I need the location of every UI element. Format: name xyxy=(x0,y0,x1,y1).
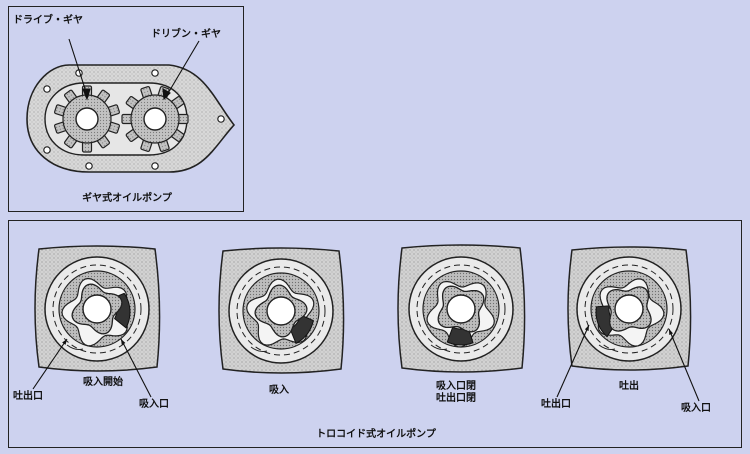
drive-gear xyxy=(54,85,120,153)
rotation-arrow xyxy=(598,344,616,350)
trochoid-pump-caption: トロコイド式オイルポンプ xyxy=(316,429,436,440)
drive-gear-label: ドライブ・ギヤ xyxy=(13,15,83,26)
shaft xyxy=(82,294,112,324)
trochoid-pump-diagram xyxy=(32,244,700,402)
shaft xyxy=(614,294,644,324)
stage-1-label: 吸入開始 xyxy=(83,377,123,388)
trochoid-pump-stage-3 xyxy=(397,244,526,373)
trochoid-pump-stage-1 xyxy=(34,245,161,372)
stage-1-discharge-arrow xyxy=(32,338,68,390)
trochoid-pump-panel: 吸入開始 吐出口 吸入口 吸入 吸入口閉 吐出口閉 吐出 吐出口 吸入口 トロコ… xyxy=(8,220,742,448)
port-outline xyxy=(236,266,326,356)
stage-3-label-line2: 吐出口閉 xyxy=(436,393,476,404)
stage-1-discharge-port-label: 吐出口 xyxy=(13,391,43,402)
stage-4-discharge-arrow xyxy=(556,324,590,398)
gear-pump-diagram xyxy=(26,38,236,173)
stage-4-label: 吐出 xyxy=(619,381,639,392)
driven-gear-label: ドリブン・ギヤ xyxy=(151,29,221,40)
stage-2-label: 吸入 xyxy=(269,385,289,396)
leader-lines xyxy=(68,38,200,101)
stage-4-intake-port-label: 吸入口 xyxy=(681,403,711,414)
trochoid-pump-stage-4 xyxy=(567,246,692,371)
stage-4-discharge-port-label: 吐出口 xyxy=(541,399,571,410)
rotation-arrow xyxy=(66,344,84,350)
stage-1-intake-arrow xyxy=(120,338,152,398)
rotation-arrow xyxy=(250,346,268,352)
gear-pump-caption: ギヤ式オイルポンプ xyxy=(82,193,172,204)
stage-4-intake-arrow xyxy=(668,328,700,402)
stage-1-intake-port-label: 吸入口 xyxy=(139,399,169,410)
driven-gear xyxy=(121,86,189,152)
shaft xyxy=(446,294,476,324)
gear-pump-panel: ドライブ・ギヤ ドリブン・ギヤ ギヤ式オイルポンプ xyxy=(8,6,244,212)
trochoid-pump-stage-2 xyxy=(218,247,345,374)
port-outline xyxy=(416,264,506,354)
shaft xyxy=(266,296,296,326)
port-outline xyxy=(52,264,142,354)
rotation-arrow xyxy=(430,344,448,350)
port-outline xyxy=(584,264,674,354)
stage-3-label-line1: 吸入口閉 xyxy=(436,381,476,392)
